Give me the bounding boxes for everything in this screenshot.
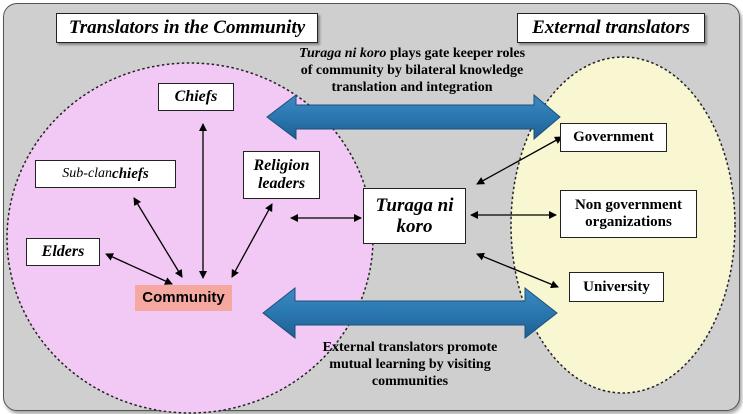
arrow-subclan-community (133, 197, 183, 278)
caption-bottom-line3: communities (371, 373, 449, 389)
title-external: External translators (517, 13, 705, 43)
arrow-turaga-government (476, 136, 563, 185)
node-religion-line2: leaders (257, 175, 306, 192)
top-double-arrow (266, 93, 561, 141)
caption-top: Turaga ni koro plays gate keeper roles o… (262, 46, 562, 96)
node-ngo: Non government organizations (560, 190, 697, 238)
node-elders: Elders (26, 238, 100, 266)
caption-top-italic: Turaga ni koro (298, 46, 387, 61)
node-subclan-rest: chiefs (112, 165, 149, 182)
caption-top-line3: translation and integration (331, 79, 493, 95)
caption-bottom-line2: mutual learning by visiting (329, 356, 491, 372)
node-turaga-line2: koro (396, 216, 433, 237)
node-turaga-line1: Turaga ni (375, 194, 454, 216)
bottom-double-arrow (262, 286, 558, 340)
caption-bottom-line1: External translators promote (322, 340, 498, 355)
node-subclan-chiefs: Sub-clan chiefs (35, 160, 176, 188)
caption-bottom: External translators promote mutual lear… (290, 340, 530, 390)
node-government: Government (560, 123, 667, 152)
node-university: University (569, 272, 664, 302)
node-religion-leaders: Religion leaders (243, 151, 320, 199)
node-subclan-prefix: Sub-clan (62, 166, 113, 182)
caption-top-rest: plays gate keeper roles (386, 46, 526, 61)
node-chiefs: Chiefs (158, 83, 234, 111)
arrow-religion-community (231, 203, 273, 278)
arrow-turaga-university (476, 252, 559, 289)
node-turaga-ni-koro: Turaga ni koro (363, 188, 466, 244)
node-community: Community (135, 285, 232, 311)
caption-top-line2: of community by bilateral knowledge (300, 62, 524, 78)
arrow-elders-community (105, 253, 173, 285)
title-community: Translators in the Community (56, 13, 318, 43)
node-ngo-line2: organizations (585, 214, 672, 230)
node-ngo-line1: Non government (574, 197, 683, 214)
node-religion-line1: Religion (253, 157, 310, 175)
